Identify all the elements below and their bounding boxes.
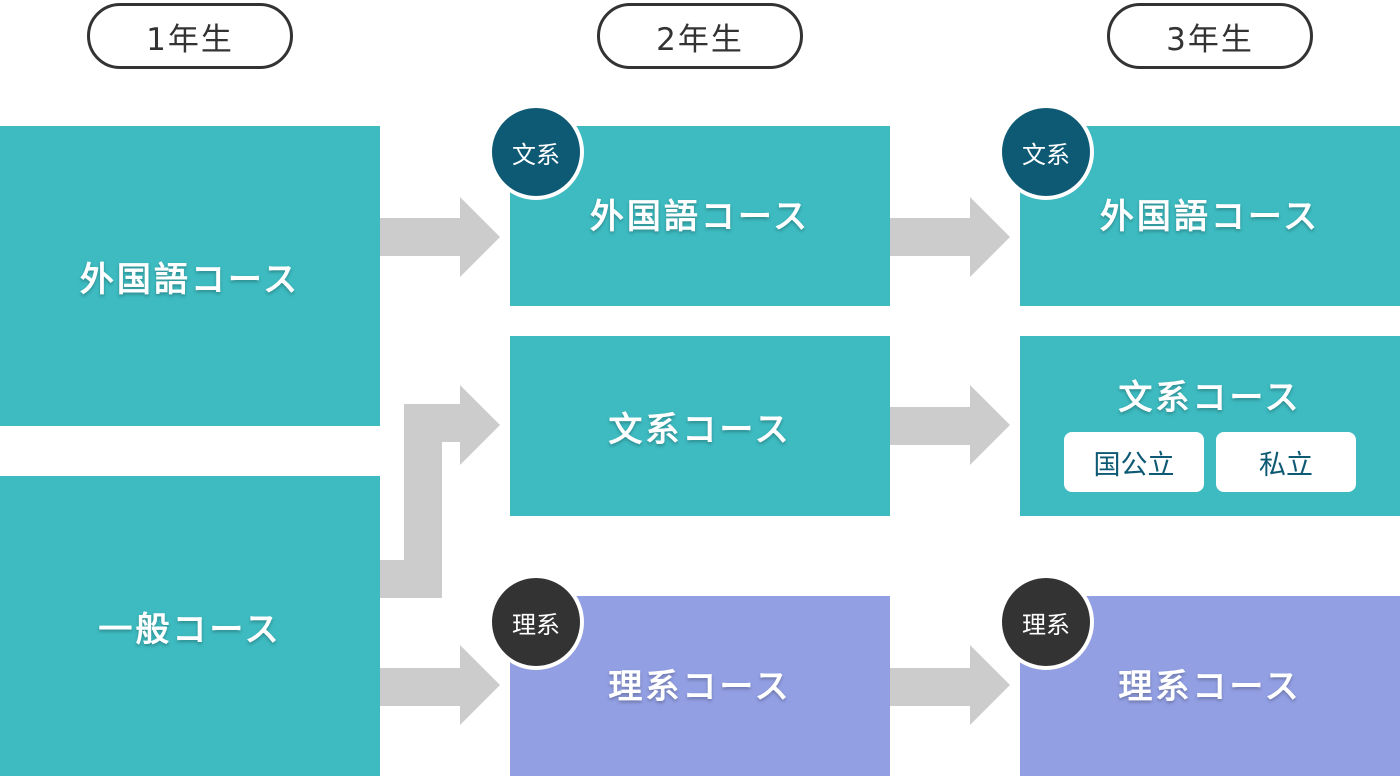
y3-science-badge: 理系 [998, 574, 1094, 670]
arrow-science-2-3 [890, 645, 1010, 725]
year-3-header: 3年生 [1107, 3, 1313, 69]
y2-science-badge: 理系 [488, 574, 584, 670]
option-private: 私立 [1216, 432, 1356, 492]
y1-general-course: 一般コース [0, 476, 380, 776]
y2-humanities-badge: 文系 [488, 104, 584, 200]
y3-humanities-badge: 文系 [998, 104, 1094, 200]
y2-humanities-course: 文系コース [510, 336, 890, 516]
arrow-foreign-2-3 [890, 197, 1010, 277]
year-1-header: 1年生 [87, 3, 293, 69]
y1-foreign-course: 外国語コース [0, 126, 380, 426]
option-national-public: 国公立 [1064, 432, 1204, 492]
arrow-foreign-1-2 [380, 197, 500, 277]
arrow-general-to-humanities [380, 385, 500, 598]
y3-humanities-label: 文系コース [1118, 378, 1302, 418]
arrow-general-to-science [380, 645, 500, 725]
arrow-humanities-2-3 [890, 385, 1010, 465]
year-2-header: 2年生 [597, 3, 803, 69]
